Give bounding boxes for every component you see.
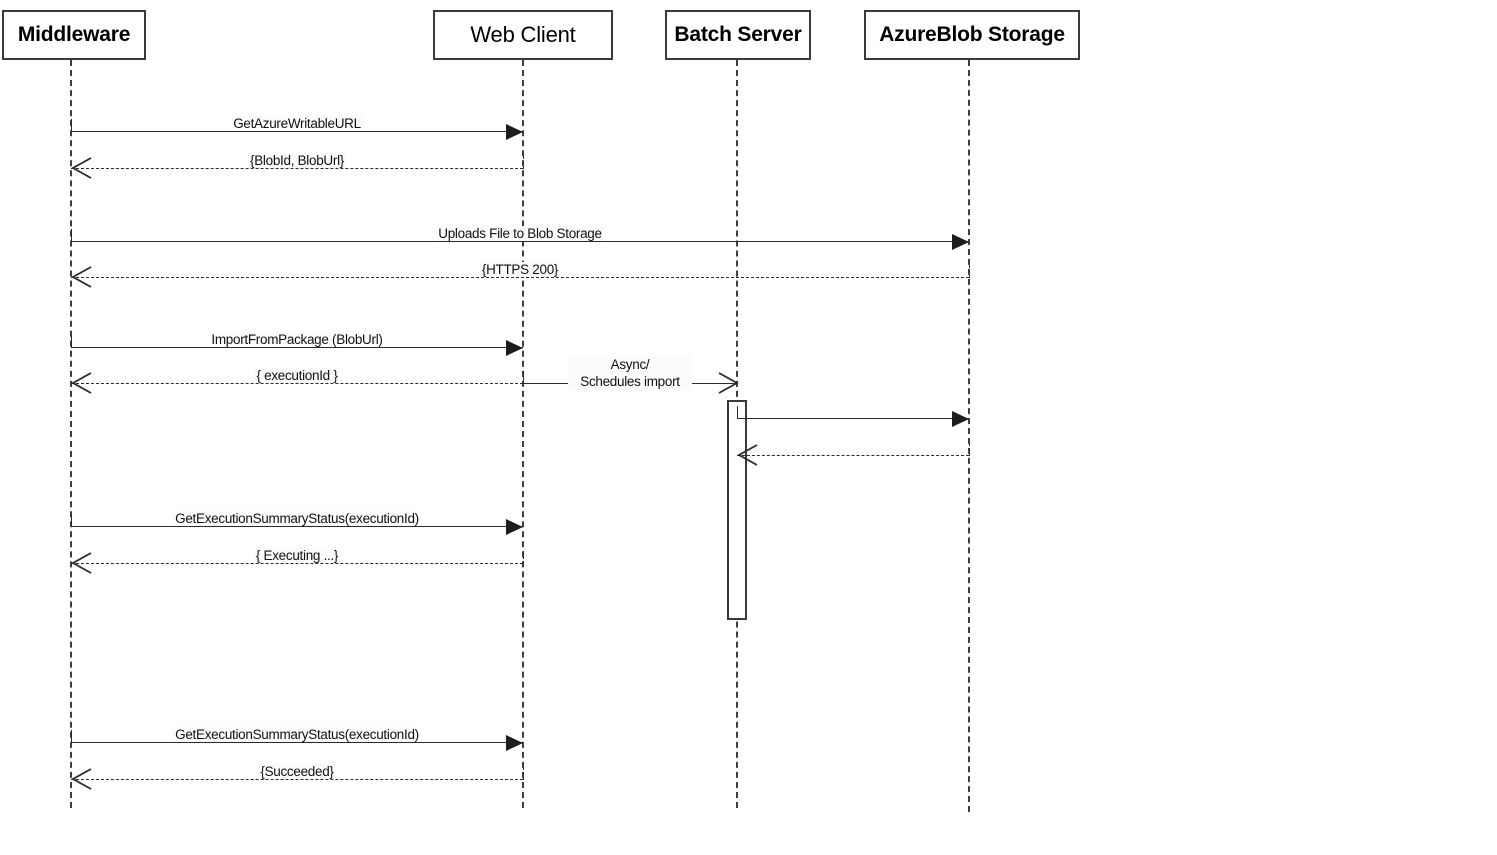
arrowhead-filled-m8	[952, 411, 969, 427]
message-line-m8	[737, 418, 969, 419]
arrowhead-filled-m1	[506, 124, 523, 140]
lifeline-web-client	[522, 60, 524, 808]
message-stub-m4	[969, 265, 970, 278]
message-line-m5	[71, 347, 523, 348]
lifeline-middleware	[70, 60, 72, 808]
participant-box-azureblob-storage[interactable]: AzureBlob Storage	[864, 10, 1080, 60]
batch-server-activation	[727, 400, 747, 620]
message-label-m1: GetAzureWritableURL	[231, 116, 363, 131]
message-line-m4	[71, 277, 969, 278]
message-line-m10	[71, 526, 523, 527]
participant-label-middleware: Middleware	[17, 23, 131, 46]
arrowhead-open-m13	[71, 768, 92, 790]
message-label-m10: GetExecutionSummaryStatus(executionId)	[173, 511, 421, 526]
message-label-m13: {Succeeded}	[258, 764, 336, 779]
message-stub-m1	[71, 119, 72, 132]
arrowhead-filled-m3	[952, 234, 969, 250]
message-label-m5: ImportFromPackage (BlobUrl)	[209, 332, 385, 347]
message-stub-m7	[523, 371, 524, 384]
arrowhead-filled-m5	[506, 340, 523, 356]
arrowhead-filled-m10	[506, 519, 523, 535]
message-label-m6: { executionId }	[254, 368, 340, 383]
arrowhead-open-m7	[718, 372, 739, 394]
message-line-m13	[71, 779, 523, 780]
participant-label-azureblob-storage: AzureBlob Storage	[879, 23, 1065, 46]
message-stub-m2	[523, 156, 524, 169]
message-line-m3	[71, 241, 969, 242]
message-line-m2	[71, 168, 523, 169]
lifeline-azureblob-storage	[968, 60, 970, 812]
message-stub-m8	[737, 406, 738, 419]
message-label-m12: GetExecutionSummaryStatus(executionId)	[173, 727, 421, 742]
arrowhead-open-m6	[71, 372, 92, 394]
participant-box-middleware[interactable]: Middleware	[2, 10, 146, 60]
message-stub-m10	[71, 514, 72, 527]
message-label-m3: Uploads File to Blob Storage	[436, 226, 604, 241]
participant-box-web-client[interactable]: Web Client	[433, 10, 613, 60]
message-stub-m11	[523, 551, 524, 564]
arrowhead-open-m9	[737, 444, 758, 466]
arrowhead-filled-m12	[506, 735, 523, 751]
arrowhead-open-m11	[71, 552, 92, 574]
message-label-line2-m7: Schedules import	[580, 374, 680, 389]
message-label-m2: {BlobId, BlobUrl}	[248, 153, 346, 168]
message-stub-m13	[523, 767, 524, 780]
message-stub-m3	[71, 229, 72, 242]
message-line-m6	[71, 383, 523, 384]
message-label-line1-m7: Async/	[610, 357, 650, 372]
message-stub-m9	[969, 443, 970, 456]
arrowhead-open-m4	[71, 266, 92, 288]
message-line-m9	[737, 455, 969, 456]
message-line-m12	[71, 742, 523, 743]
participant-box-batch-server[interactable]: Batch Server	[665, 10, 811, 60]
message-stub-m5	[71, 335, 72, 348]
participant-label-batch-server: Batch Server	[674, 23, 802, 46]
message-line-m11	[71, 563, 523, 564]
message-label-m7: Async/Schedules import	[568, 356, 692, 390]
participant-label-web-client: Web Client	[470, 22, 576, 47]
message-label-m4: {HTTPS 200}	[479, 262, 561, 277]
message-stub-m12	[71, 730, 72, 743]
message-line-m1	[71, 131, 523, 132]
message-label-m11: { Executing ...}	[253, 548, 341, 563]
arrowhead-open-m2	[71, 157, 92, 179]
